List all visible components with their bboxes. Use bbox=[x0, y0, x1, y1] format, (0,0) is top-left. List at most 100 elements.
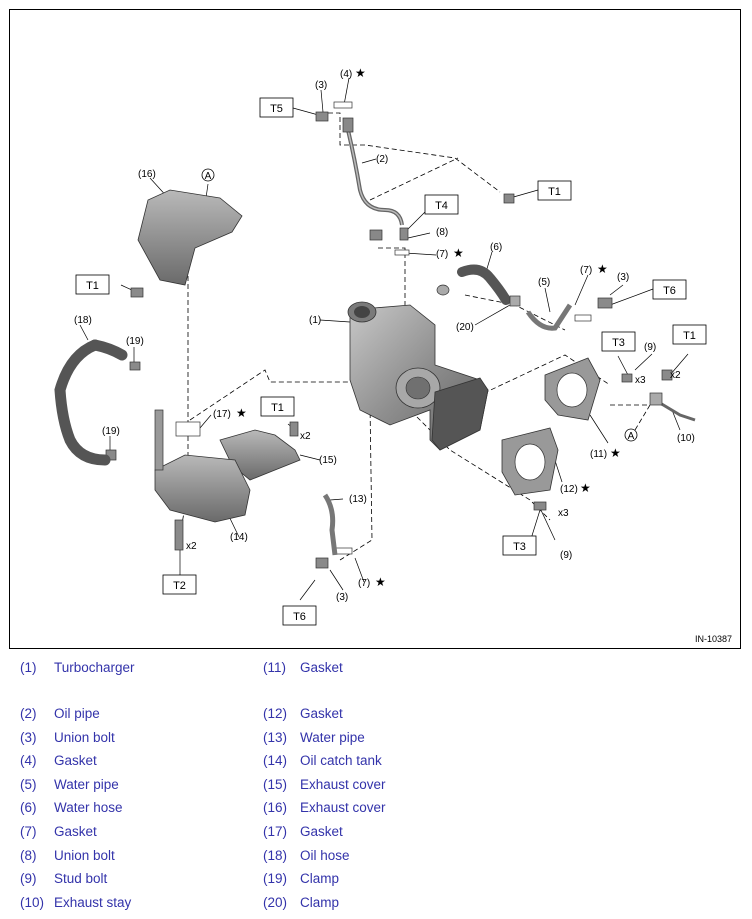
legend-item-number: (10) bbox=[20, 895, 45, 910]
exhaust-stay-part bbox=[654, 398, 696, 422]
torque-t2: T2 bbox=[173, 580, 186, 592]
legend-item-number: (4) bbox=[20, 753, 37, 768]
torque-boxes: T5 T1 T4 T1 T6 T3 T1 T1 T2 T3 T6 bbox=[75, 97, 707, 626]
legend-item-number: (16) bbox=[263, 800, 288, 815]
legend-item-name: Exhaust cover bbox=[300, 777, 386, 792]
callout-16: (16) bbox=[138, 169, 156, 180]
view-markers: A A bbox=[201, 168, 638, 442]
legend-item-name: Exhaust cover bbox=[300, 800, 386, 815]
legend-item-name: Clamp bbox=[300, 871, 340, 886]
callout-1: (1) bbox=[309, 315, 321, 326]
legend-item-name: Water pipe bbox=[54, 777, 119, 792]
legend-item-number: (9) bbox=[20, 871, 37, 886]
legend-item-name: Exhaust stay bbox=[54, 895, 132, 910]
legend-item-name: Gasket bbox=[300, 660, 343, 675]
quantity-marks: x2 x3 x2 x2 x3 bbox=[186, 370, 681, 552]
callout-19-upper: (19) bbox=[126, 336, 144, 347]
svg-text:★: ★ bbox=[610, 446, 621, 460]
legend-item-name: Stud bolt bbox=[54, 871, 108, 886]
torque-t4: T4 bbox=[435, 200, 448, 212]
view-marker-a-top: A bbox=[205, 171, 212, 182]
torque-t5-top: T5 bbox=[270, 103, 283, 115]
callout-labels: (1) (2) (3) (3) (3) (4) (5) (6) (7) (7) … bbox=[74, 69, 695, 603]
legend-item-number: (12) bbox=[263, 706, 288, 721]
legend-item-name: Union bolt bbox=[54, 848, 115, 863]
callout-8: (8) bbox=[436, 227, 448, 238]
callout-7-bottom: (7) bbox=[358, 578, 370, 589]
legend-item-number: (17) bbox=[263, 824, 288, 839]
legend-item-number: (15) bbox=[263, 777, 288, 792]
torque-t1-center: T1 bbox=[271, 402, 284, 414]
legend-item-number: (6) bbox=[20, 800, 37, 815]
torque-t1-top-right: T1 bbox=[548, 186, 561, 198]
turbocharger-part bbox=[347, 301, 489, 451]
oil-hose-part bbox=[54, 339, 111, 466]
legend-item-number: (11) bbox=[263, 660, 287, 675]
callout-3-right: (3) bbox=[617, 272, 629, 283]
exploded-diagram: T5 T1 T4 T1 T6 T3 T1 T1 T2 T3 T6 (1) (2)… bbox=[9, 9, 741, 649]
callout-20: (20) bbox=[456, 322, 474, 333]
legend-item-name: Clamp bbox=[300, 895, 340, 910]
view-marker-a-right: A bbox=[628, 431, 635, 442]
callout-9-lower: (9) bbox=[560, 550, 572, 561]
legend-item-number: (5) bbox=[20, 777, 37, 792]
callout-2: (2) bbox=[376, 154, 388, 165]
callout-4: (4) bbox=[340, 69, 352, 80]
callout-5: (5) bbox=[538, 277, 550, 288]
legend-item-number: (2) bbox=[20, 706, 37, 721]
exhaust-cover-16-part bbox=[137, 189, 243, 286]
legend-item-name: Turbocharger bbox=[54, 660, 135, 675]
svg-text:★: ★ bbox=[580, 481, 591, 495]
legend-item-name: Oil catch tank bbox=[300, 753, 382, 768]
callout-7-center: (7) bbox=[436, 249, 448, 260]
torque-t3-upper: T3 bbox=[612, 337, 625, 349]
svg-text:★: ★ bbox=[375, 575, 386, 589]
legend-item-number: (1) bbox=[20, 660, 37, 675]
qty-x2-right: x2 bbox=[670, 370, 681, 381]
callout-3-top: (3) bbox=[315, 80, 327, 91]
callout-12: (12) bbox=[560, 484, 578, 495]
star-marks: ★ ★ ★ ★ ★ ★ ★ bbox=[236, 66, 621, 589]
callout-18: (18) bbox=[74, 315, 92, 326]
legend-item-name: Gasket bbox=[54, 753, 97, 768]
callout-3-bottom: (3) bbox=[336, 592, 348, 603]
qty-x2-bottom: x2 bbox=[186, 541, 197, 552]
legend-item-name: Water pipe bbox=[300, 730, 365, 745]
qty-x3-upper: x3 bbox=[635, 375, 646, 386]
callout-19-lower: (19) bbox=[102, 426, 120, 437]
callout-10: (10) bbox=[677, 433, 695, 444]
torque-t6-bottom: T6 bbox=[293, 611, 306, 623]
legend-item-name: Water hose bbox=[54, 800, 123, 815]
svg-text:★: ★ bbox=[597, 262, 608, 276]
legend-item-name: Gasket bbox=[300, 824, 343, 839]
oil-catch-tank-part bbox=[154, 409, 251, 523]
water-pipe-13-part bbox=[322, 493, 338, 556]
svg-text:★: ★ bbox=[355, 66, 366, 80]
legend-item-name: Gasket bbox=[300, 706, 343, 721]
torque-t3-lower: T3 bbox=[513, 541, 526, 553]
callout-15: (15) bbox=[319, 455, 337, 466]
legend-item-number: (7) bbox=[20, 824, 37, 839]
diagram-reference-id: IN-10387 bbox=[694, 634, 732, 644]
qty-x3-lower: x3 bbox=[558, 508, 569, 519]
legend-item-name: Union bolt bbox=[54, 730, 115, 745]
callout-17: (17) bbox=[213, 409, 231, 420]
callout-7-right: (7) bbox=[580, 265, 592, 276]
legend-item-number: (19) bbox=[263, 871, 288, 886]
callout-9-upper: (9) bbox=[644, 342, 656, 353]
legend-item-number: (14) bbox=[263, 753, 288, 768]
torque-t1-left: T1 bbox=[86, 280, 99, 292]
qty-x2-center: x2 bbox=[300, 431, 311, 442]
legend-item-number: (18) bbox=[263, 848, 288, 863]
torque-t1-far-right: T1 bbox=[683, 330, 696, 342]
callout-6: (6) bbox=[490, 242, 502, 253]
oil-pipe-part bbox=[342, 117, 404, 241]
legend-item-number: (13) bbox=[263, 730, 288, 745]
legend-item-number: (3) bbox=[20, 730, 37, 745]
callout-11: (11) bbox=[590, 449, 607, 460]
legend-item-name: Oil hose bbox=[300, 848, 350, 863]
svg-text:★: ★ bbox=[236, 406, 247, 420]
callout-13: (13) bbox=[349, 494, 367, 505]
legend-item-number: (20) bbox=[263, 895, 288, 910]
svg-text:★: ★ bbox=[453, 246, 464, 260]
